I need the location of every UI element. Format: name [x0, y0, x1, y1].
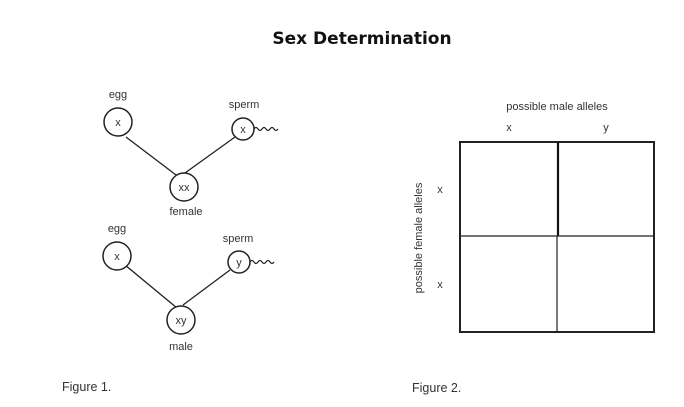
sperm-to-offspring-line [182, 269, 231, 306]
zygote-cell-icon [169, 172, 199, 202]
row-axis-label: possible female alleles [413, 182, 425, 293]
column-allele: y [603, 122, 609, 134]
sperm-allele: x [240, 124, 246, 136]
row-allele: x [437, 279, 443, 291]
sperm-tail-icon [253, 126, 279, 132]
sperm-to-offspring-line [184, 136, 236, 174]
offspring-genotype: xx [179, 182, 191, 194]
zygote-cell-icon [166, 305, 196, 335]
egg-cell-icon [102, 241, 132, 271]
column-allele: x [506, 122, 512, 134]
egg-cell-icon [103, 107, 133, 137]
punnett-cell [557, 236, 654, 332]
offspring-sex-label: male [169, 341, 193, 353]
egg-label: egg [108, 223, 126, 235]
offspring-genotype: xy [176, 315, 188, 327]
column-axis-label: possible male alleles [506, 101, 608, 113]
female-cross: egg x sperm x xx female [103, 89, 279, 218]
egg-label: egg [109, 89, 127, 101]
punnett-cell [460, 142, 557, 236]
figure2-caption: Figure 2. [412, 381, 462, 395]
egg-allele: x [115, 117, 121, 129]
sperm-label: sperm [223, 233, 254, 245]
egg-allele: x [114, 251, 120, 263]
sperm-label: sperm [229, 99, 260, 111]
offspring-sex-label: female [169, 206, 202, 218]
egg-to-offspring-line [125, 136, 181, 179]
male-cross: egg x sperm y xy male [102, 223, 275, 353]
page-title: Sex Determination [272, 29, 452, 49]
sperm-tail-icon [249, 259, 275, 265]
punnett-cell [460, 236, 557, 332]
sperm-allele: y [236, 257, 242, 269]
row-allele: x [437, 184, 443, 196]
punnett-square: possible male alleles x y possible femal… [413, 101, 655, 333]
punnett-cell [557, 142, 654, 236]
egg-to-offspring-line [124, 264, 178, 309]
figure1-caption: Figure 1. [62, 380, 112, 394]
